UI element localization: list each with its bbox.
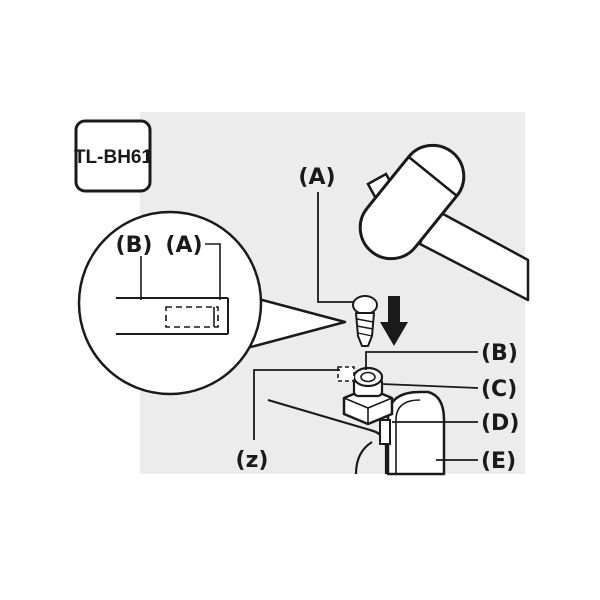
callout-z-leader [253,369,340,440]
callout-a-leader [317,192,354,303]
callout-b-leader [365,351,478,370]
zoom-label-b: (B) [116,233,153,258]
callout-d: (D) [481,411,519,436]
olive-and-insert [337,366,384,398]
callout-c: (C) [481,377,517,402]
lever-body [386,390,446,476]
callout-c-leader [381,383,479,389]
tool-badge: TL-BH61 [74,119,153,193]
callout-a: (A) [298,165,335,190]
hammer [358,143,530,302]
zoom-label-a: (A) [165,233,202,258]
tool-badge-label: TL-BH61 [74,147,153,168]
zoom-bubble [77,210,347,396]
callout-z: (z) [236,448,269,473]
insert-pin [352,295,378,347]
callout-b: (B) [481,341,518,366]
insert-direction-arrow-icon [380,296,408,346]
callout-e: (E) [481,449,516,474]
